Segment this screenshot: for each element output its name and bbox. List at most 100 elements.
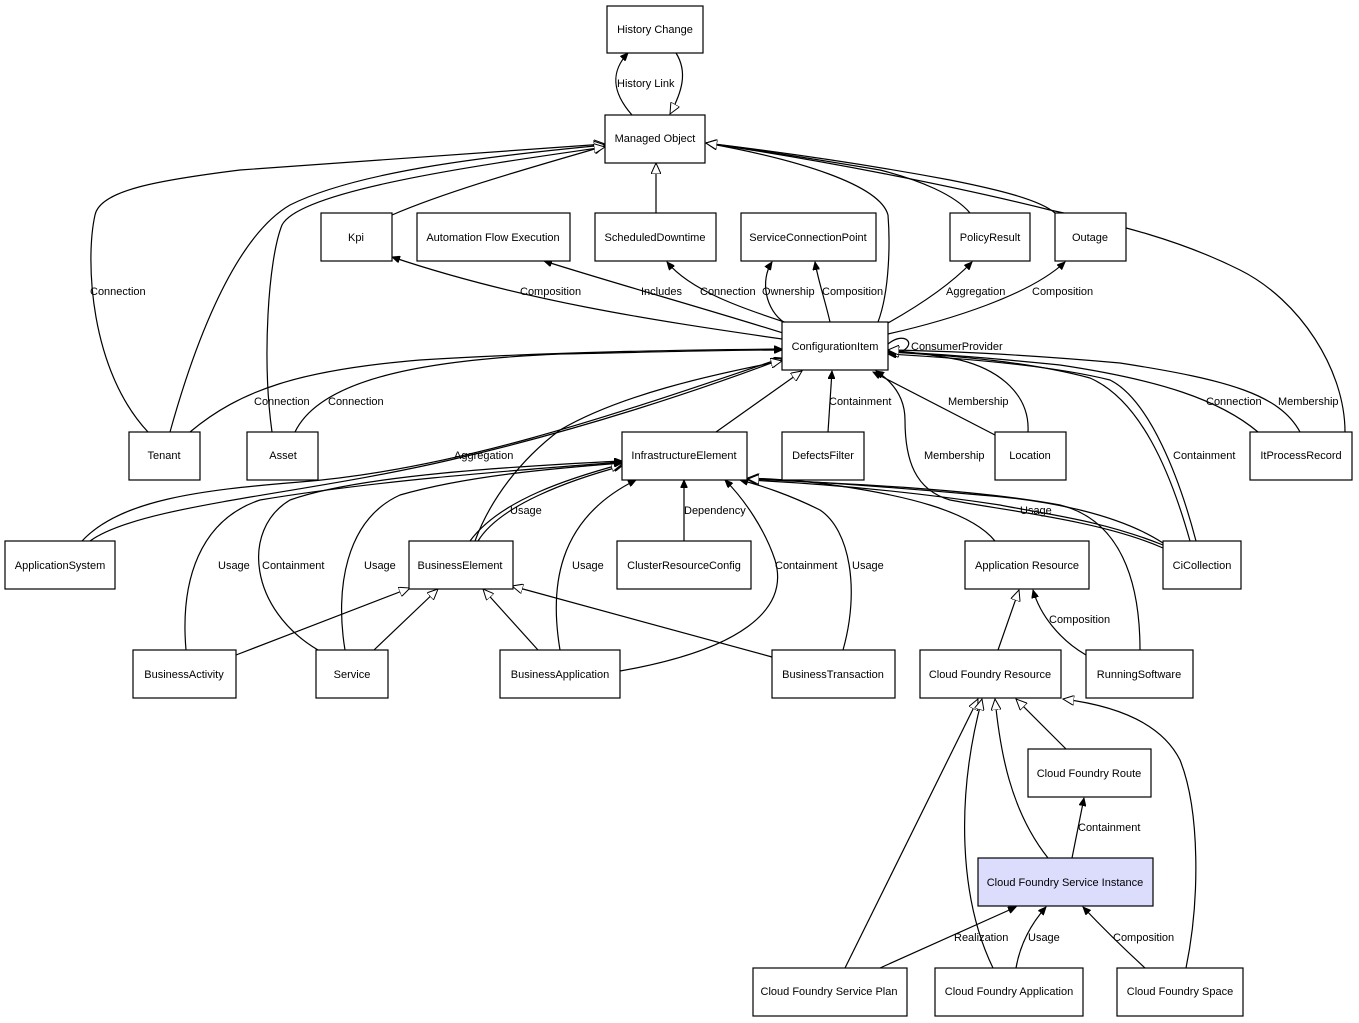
node-business-activity[interactable]: BusinessActivity (132, 649, 237, 699)
edge-label-ci-consumer-provider: ConsumerProvider (911, 341, 1003, 353)
node-label: ApplicationSystem (15, 560, 106, 572)
edge-cicoll-ci-membership (876, 371, 1164, 549)
node-automation-flow-execution[interactable]: Automation Flow Execution (416, 212, 571, 262)
edge-cfr-to-ar (997, 590, 1019, 651)
node-label: InfrastructureElement (631, 450, 736, 462)
node-label: Asset (269, 450, 297, 462)
node-cloud-foundry-service-instance[interactable]: Cloud Foundry Service Instance (977, 857, 1154, 907)
edge-si-route-containment (1071, 798, 1084, 859)
node-asset[interactable]: Asset (246, 431, 319, 481)
node-label: CiCollection (1173, 560, 1232, 572)
edge-tenant-ci-connection (189, 349, 782, 433)
edge-space-to-cfr (1063, 699, 1197, 969)
node-ci-collection[interactable]: CiCollection (1162, 540, 1242, 590)
edge-label-ci-pr-aggregation: Aggregation (946, 286, 1005, 298)
node-label: ItProcessRecord (1260, 450, 1341, 462)
edge-label-ci-afe-includes: Includes (641, 286, 682, 298)
node-cloud-foundry-service-plan[interactable]: Cloud Foundry Service Plan (752, 967, 908, 1017)
edge-label-appsys-ci-aggregation: Aggregation (454, 450, 513, 462)
edge-space-si-composition (1083, 907, 1146, 969)
edge-label-cicoll-ci-containment: Containment (1173, 450, 1235, 462)
edge-label-itpr-ci-membership: Membership (1278, 396, 1339, 408)
edge-app-si-usage (1015, 907, 1046, 969)
node-cloud-foundry-route[interactable]: Cloud Foundry Route (1027, 748, 1152, 798)
node-label: ScheduledDowntime (605, 232, 706, 244)
node-policy-result[interactable]: PolicyResult (949, 212, 1031, 262)
node-scheduled-downtime[interactable]: ScheduledDowntime (594, 212, 717, 262)
edge-ci-outage-composition (887, 262, 1065, 335)
node-running-software[interactable]: RunningSoftware (1085, 649, 1194, 699)
node-label: RunningSoftware (1097, 669, 1181, 681)
node-label: Cloud Foundry Space (1127, 986, 1233, 998)
node-label: Managed Object (615, 133, 696, 145)
edge-tenant-to-mo-connection (90, 144, 605, 433)
edge-ci-afe-includes (544, 261, 787, 335)
node-it-process-record[interactable]: ItProcessRecord (1249, 431, 1353, 481)
node-application-resource[interactable]: Application Resource (964, 540, 1090, 590)
edge-label-bt-ie-usage: Usage (852, 560, 884, 572)
edge-bt-ie-usage (740, 480, 852, 651)
node-label: BusinessTransaction (782, 669, 884, 681)
edge-label-svc-ie-containment: Containment (262, 560, 324, 572)
node-configuration-item[interactable]: ConfigurationItem (781, 321, 889, 371)
edge-label-ci-scp-composition: Composition (822, 286, 883, 298)
node-label: DefectsFilter (792, 450, 854, 462)
node-kpi[interactable]: Kpi (320, 212, 393, 262)
node-location[interactable]: Location (994, 431, 1067, 481)
node-label: BusinessElement (418, 560, 503, 572)
edge-ar-to-ie (748, 478, 996, 542)
edge-label-ba-ie-usage: Usage (218, 560, 250, 572)
node-service[interactable]: Service (315, 649, 389, 699)
node-label: ConfigurationItem (792, 341, 879, 353)
node-business-element[interactable]: BusinessElement (408, 540, 514, 590)
edge-cicoll-ci-containment (888, 354, 1197, 542)
edge-label-bapp-ie-containment: Containment (775, 560, 837, 572)
edge-appsys-to-ci (89, 359, 782, 542)
node-service-connection-point[interactable]: ServiceConnectionPoint (740, 212, 877, 262)
edge-cicoll-to-ci (888, 352, 1191, 542)
edge-label-cicoll-ie-usage: Usage (1020, 505, 1052, 517)
node-label: Cloud Foundry Service Plan (761, 986, 898, 998)
edge-kpi-to-mo (391, 146, 605, 216)
edge-app-to-cfr (964, 699, 994, 969)
edge-svc-ie-containment (258, 461, 622, 651)
node-label: Automation Flow Execution (426, 232, 559, 244)
node-label: BusinessActivity (144, 669, 224, 681)
node-tenant[interactable]: Tenant (128, 431, 201, 481)
edge-ci-scp-composition (815, 262, 831, 323)
edge-label-bapp-ie-usage: Usage (572, 560, 604, 572)
edge-label-plan-si-realization: Realization (954, 932, 1008, 944)
node-label: Cloud Foundry Application (945, 986, 1073, 998)
node-label: PolicyResult (960, 232, 1021, 244)
node-cluster-resource-config[interactable]: ClusterResourceConfig (616, 540, 752, 590)
node-label: Location (1009, 450, 1051, 462)
node-outage[interactable]: Outage (1054, 212, 1127, 262)
edge-label-rs-ar-composition: Composition (1049, 614, 1110, 626)
node-label: Cloud Foundry Service Instance (987, 877, 1144, 889)
node-application-system[interactable]: ApplicationSystem (4, 540, 116, 590)
node-cloud-foundry-space[interactable]: Cloud Foundry Space (1116, 967, 1244, 1017)
edge-ba-ie-usage (184, 462, 622, 651)
node-business-transaction[interactable]: BusinessTransaction (771, 649, 896, 699)
edge-asset-ci-connection (294, 350, 782, 433)
edge-label-ci-outage-composition: Composition (1032, 286, 1093, 298)
node-history-change[interactable]: History Change (606, 5, 704, 54)
edge-label-app-si-usage: Usage (1028, 932, 1060, 944)
edge-rs-to-ie (748, 479, 1141, 651)
node-cloud-foundry-application[interactable]: Cloud Foundry Application (934, 967, 1084, 1017)
edge-label-defects-ci-containment: Containment (829, 396, 891, 408)
node-managed-object[interactable]: Managed Object (604, 114, 706, 164)
edge-ci-scp-ownership (766, 262, 786, 324)
edge-label-tenant-mo-connection: Connection (90, 286, 146, 298)
edge-appsys-ci-aggregation (81, 358, 782, 542)
edge-cicoll-ie-usage (748, 480, 1164, 546)
edge-label-ci-sd-connection: Connection (700, 286, 756, 298)
node-label: Service (334, 669, 371, 681)
node-business-application[interactable]: BusinessApplication (499, 649, 621, 699)
node-cloud-foundry-resource[interactable]: Cloud Foundry Resource (919, 649, 1062, 699)
edge-ci-sd-connection (667, 262, 795, 326)
edge-svc-to-be (373, 589, 438, 651)
node-defects-filter[interactable]: DefectsFilter (781, 431, 865, 481)
edge-ci-to-mo (706, 143, 890, 323)
node-infrastructure-element[interactable]: InfrastructureElement (621, 431, 748, 481)
